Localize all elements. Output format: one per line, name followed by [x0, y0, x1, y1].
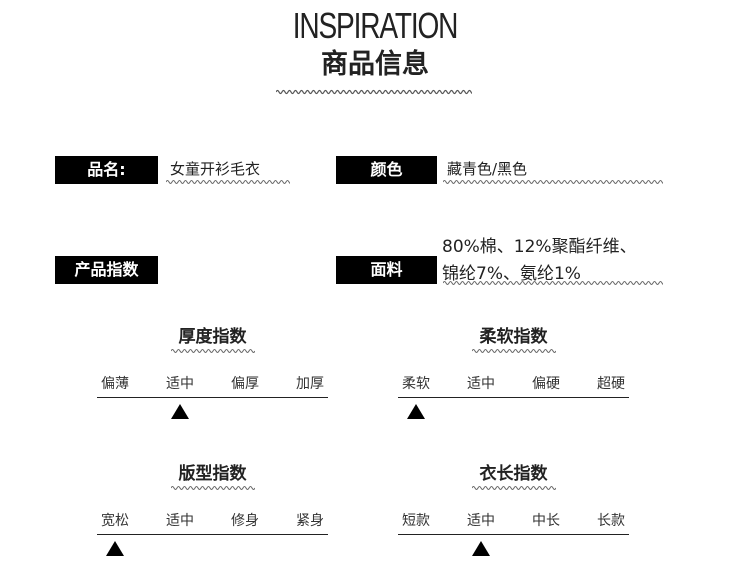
length-option-2: 中长: [532, 513, 560, 529]
softness-option-2: 偏硬: [532, 376, 560, 392]
softness-scale-line: [398, 397, 629, 398]
thickness-scale-line: [97, 397, 328, 398]
thickness-option-1: 适中: [166, 376, 194, 392]
length-option-3: 长款: [597, 513, 625, 529]
softness-option-1: 适中: [467, 376, 495, 392]
length-index-title: 衣长指数: [479, 464, 548, 484]
length-scale-line: [398, 534, 629, 535]
thickness-option-2: 偏厚: [231, 376, 259, 392]
softness-index-title: 柔软指数: [479, 327, 548, 347]
fit-selected-marker: [106, 541, 124, 556]
header-wave-divider: [276, 89, 472, 95]
title-chinese: 商品信息: [321, 49, 429, 80]
thickness-selected-marker: [171, 404, 189, 419]
length-option-0: 短款: [402, 513, 430, 529]
fit-option-0: 宽松: [101, 513, 129, 529]
product-index-label: 产品指数: [55, 256, 158, 284]
fit-index-wave: [170, 486, 255, 490]
fit-scale-line: [97, 534, 328, 535]
thickness-index-title: 厚度指数: [178, 327, 247, 347]
length-option-1: 适中: [467, 513, 495, 529]
material-value-line1: 80%棉、12%聚酯纤维、: [442, 237, 637, 257]
softness-option-3: 超硬: [597, 376, 625, 392]
product-name-label: 品名:: [55, 156, 158, 184]
color-wave: [443, 180, 663, 184]
product-name-wave: [166, 180, 290, 184]
color-label: 颜色: [336, 156, 437, 184]
length-selected-marker: [472, 541, 490, 556]
thickness-option-0: 偏薄: [101, 376, 129, 392]
fit-option-3: 紧身: [296, 513, 324, 529]
title-english: INSPIRATION: [292, 5, 459, 46]
fit-index-title: 版型指数: [178, 464, 247, 484]
material-wave: [443, 281, 663, 285]
length-index-wave: [471, 486, 556, 490]
material-value-line2: 锦纶7%、氨纶1%: [442, 264, 581, 284]
softness-option-0: 柔软: [402, 376, 430, 392]
softness-selected-marker: [407, 404, 425, 419]
fit-option-2: 修身: [231, 513, 259, 529]
thickness-option-3: 加厚: [296, 376, 324, 392]
thickness-index-wave: [170, 349, 255, 353]
color-value: 藏青色/黑色: [447, 160, 528, 178]
fit-option-1: 适中: [166, 513, 194, 529]
material-label: 面料: [336, 256, 437, 284]
softness-index-wave: [471, 349, 556, 353]
product-name-value: 女童开衫毛衣: [170, 160, 261, 178]
